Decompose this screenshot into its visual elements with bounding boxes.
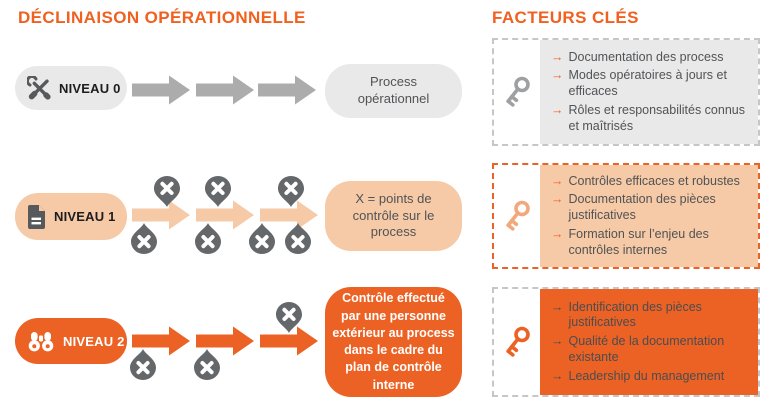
factor-item-text: Modes opératoires à jours et efficaces <box>568 68 727 99</box>
niveau-1-result-box: X = points de contrôle sur le process <box>325 181 462 251</box>
factor-item-text: Rôles et responsabilités connus et maîtr… <box>568 102 746 133</box>
tools-icon <box>27 76 51 100</box>
arrow-bullet-icon: → <box>551 192 564 207</box>
flow-arrow <box>258 75 316 105</box>
factor-item: → Contrôles efficaces et robustes <box>551 174 752 190</box>
arrow-bullet-icon: → <box>551 334 564 349</box>
factors-list-niveau-1: → Contrôles efficaces et robustes → Docu… <box>540 165 758 267</box>
factors-list-niveau-2: → Identification des pièces justificativ… <box>540 289 758 395</box>
x-marker-pin-icon <box>194 348 220 380</box>
niveau-1-pill: NIVEAU 1 <box>15 193 127 240</box>
niveau-0-result-box: Process opérationnel <box>325 64 462 118</box>
niveau-2-result-box: Contrôle effectué par une personne extér… <box>325 287 462 397</box>
niveau-1-label: NIVEAU 1 <box>54 209 116 224</box>
arrow-bullet-icon: → <box>551 226 564 241</box>
flow-arrow <box>196 75 254 105</box>
factors-box-niveau-0: → Documentation des process → Modes opér… <box>492 38 760 146</box>
key-icon <box>506 200 530 231</box>
factor-item-text: Qualité de la documentation existante <box>568 334 725 364</box>
niveau-2-pill: NIVEAU 2 <box>15 318 127 364</box>
binoculars-icon <box>28 332 54 352</box>
factor-item: → Rôles et responsabilités connus et maî… <box>551 103 752 135</box>
key-icon <box>506 76 530 107</box>
x-marker-pin-icon <box>276 302 302 334</box>
factors-list-niveau-0: → Documentation des process → Modes opér… <box>540 40 758 144</box>
x-marker-pin-icon <box>131 222 157 254</box>
key-cell <box>494 289 540 395</box>
left-section-title: DÉCLINAISON OPÉRATIONNELLE <box>18 8 306 27</box>
factors-box-niveau-1: → Contrôles efficaces et robustes → Docu… <box>492 163 760 269</box>
x-marker-pin-icon <box>195 222 221 254</box>
x-marker-pin-icon <box>154 176 180 208</box>
factors-box-niveau-2: → Identification des pièces justificativ… <box>492 287 760 397</box>
factor-item-text: Documentation des process <box>568 49 724 64</box>
factor-item: → Documentation des process <box>551 50 752 66</box>
factor-item-text: Identification des pièces justificatives <box>568 299 702 330</box>
factor-item: → Qualité de la documentation existante <box>551 334 752 366</box>
flow-arrow <box>132 75 190 105</box>
factor-item-text: Formation sur l’enjeu des contrôles inte… <box>568 226 709 257</box>
arrow-bullet-icon: → <box>551 49 564 64</box>
factor-item: → Formation sur l’enjeu des contrôles in… <box>551 227 752 259</box>
arrow-bullet-icon: → <box>551 68 564 83</box>
key-cell <box>494 40 540 144</box>
x-marker-pin-icon <box>249 222 275 254</box>
factor-item: → Leadership du management <box>551 369 752 385</box>
right-section-title: FACTEURS CLÉS <box>492 8 639 27</box>
x-marker-pin-icon <box>130 348 156 380</box>
x-marker-pin-icon <box>278 176 304 208</box>
factor-item: → Identification des pièces justificativ… <box>551 300 752 332</box>
key-cell <box>494 165 540 267</box>
x-marker-pin-icon <box>285 222 311 254</box>
x-marker-pin-icon <box>205 176 231 208</box>
arrow-bullet-icon: → <box>551 102 564 117</box>
factor-item-text: Leadership du management <box>568 368 725 383</box>
arrow-bullet-icon: → <box>551 173 564 188</box>
arrow-bullet-icon: → <box>551 368 564 383</box>
niveau-2-label: NIVEAU 2 <box>63 333 125 349</box>
document-icon <box>28 204 45 229</box>
factor-item: → Documentation des pièces justificative… <box>551 192 752 224</box>
factor-item-text: Contrôles efficaces et robustes <box>568 173 740 188</box>
factor-item: → Modes opératoires à jours et efficaces <box>551 68 752 100</box>
niveau-0-label: NIVEAU 0 <box>59 80 121 96</box>
factor-item-text: Documentation des pièces justificatives <box>568 192 716 223</box>
key-icon <box>506 326 530 357</box>
niveau-0-pill: NIVEAU 0 <box>15 66 127 110</box>
arrow-bullet-icon: → <box>551 299 564 314</box>
